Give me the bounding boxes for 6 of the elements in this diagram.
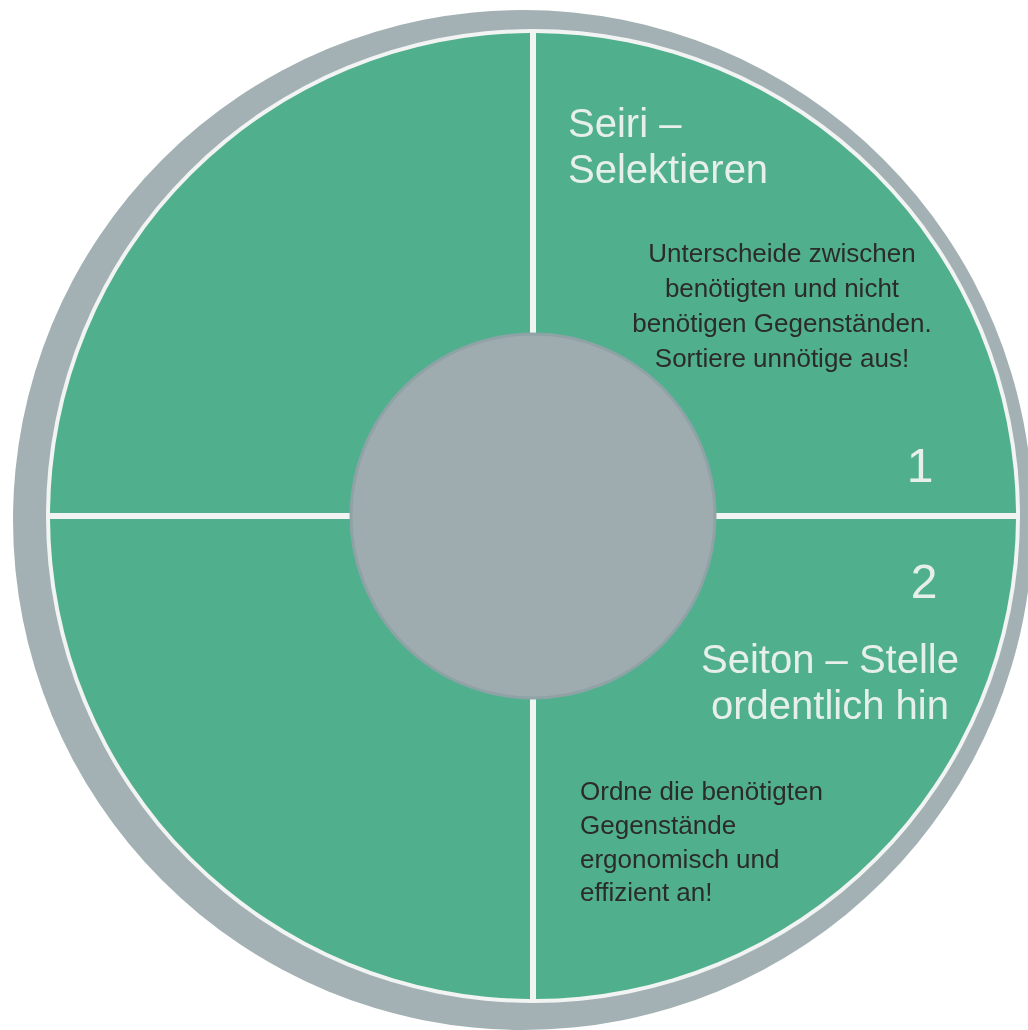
step-number: 1 (905, 440, 935, 493)
segment-text: Ordne die benötigten Gegenstände ergonomisch und effizient an! (580, 775, 824, 910)
segment-heading: Seiton – Stelle ordentlich hin (700, 636, 960, 728)
step-number: 2 (909, 556, 939, 609)
segment-heading: Seiri – Selektieren (568, 100, 770, 192)
segment-text: Unterscheide zwischen benötigten und nicht benötigen Gegenständen. Sortiere unnötige aus! (632, 237, 932, 376)
